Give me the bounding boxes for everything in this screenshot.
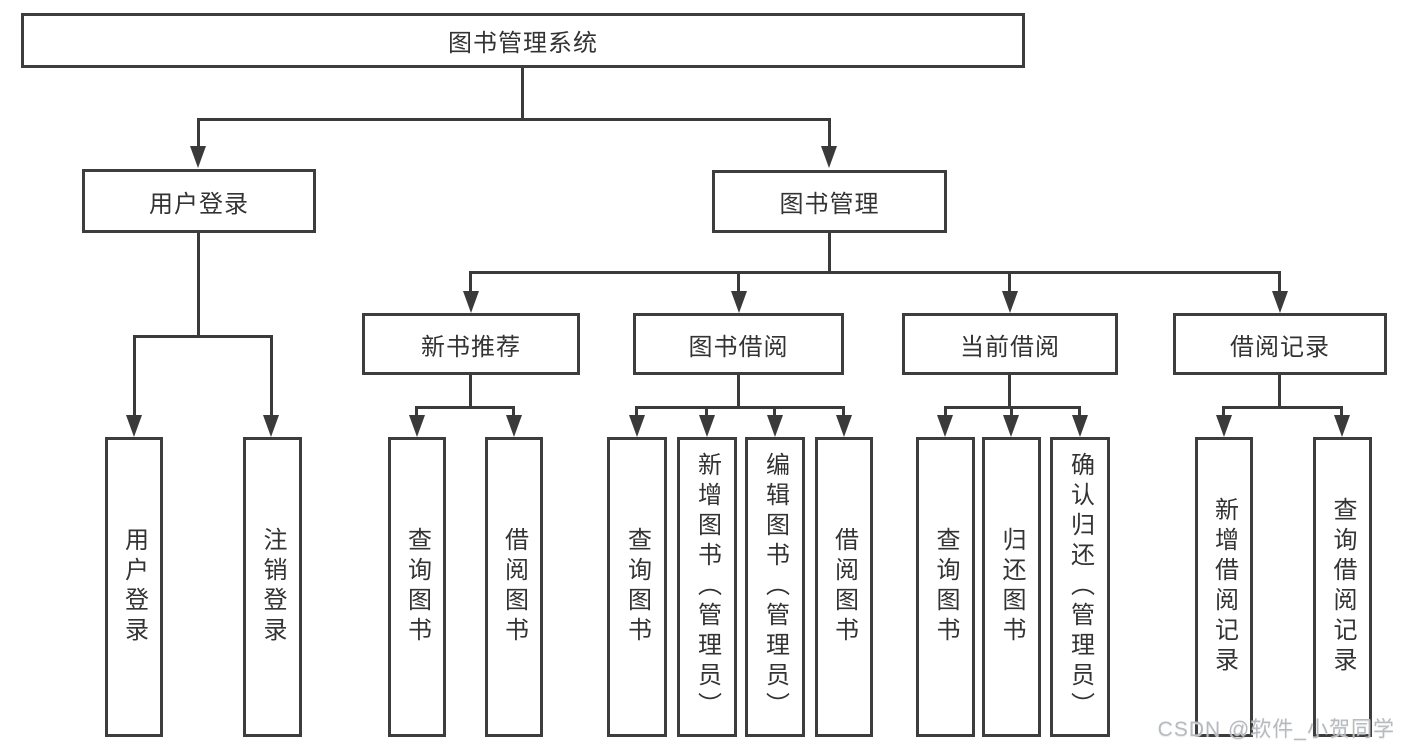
arrow-down-icon [409, 415, 425, 437]
node-label: 新增图书（管理员） [693, 452, 721, 722]
leaf-return-books: 归还图书 [982, 437, 1041, 737]
node-label: 用户登录 [120, 527, 148, 647]
connector-line [705, 406, 708, 418]
connector-line [828, 118, 831, 150]
arrow-down-icon [1272, 291, 1288, 313]
arrow-down-icon [629, 415, 645, 437]
connector-line [197, 233, 200, 337]
node-label: 图书借阅 [688, 333, 789, 361]
leaf-query-borrow-record: 查询借阅记录 [1313, 437, 1372, 737]
node-new-book-recommend: 新书推荐 [362, 313, 580, 375]
arrow-down-icon [731, 291, 747, 313]
node-label: 查询图书 [403, 527, 431, 647]
csdn-watermark: CSDN @软件_小贺同学 [1157, 718, 1395, 741]
connector-line [415, 406, 515, 409]
node-label: 查询图书 [932, 527, 959, 647]
connector-line [469, 271, 1281, 274]
node-label: 借阅记录 [1230, 333, 1330, 361]
node-label: 借阅图书 [830, 527, 858, 647]
connector-line [1278, 375, 1281, 408]
connector-line [197, 118, 831, 121]
connector-line [1340, 406, 1343, 418]
arrow-down-icon [126, 415, 142, 437]
arrow-down-icon [463, 291, 479, 313]
connector-line [1008, 271, 1011, 293]
leaf-borrow-books: 借阅图书 [815, 437, 873, 737]
arrow-down-icon [1003, 415, 1019, 437]
leaf-add-borrow-record: 新增借阅记录 [1195, 437, 1253, 737]
node-user-login: 用户登录 [82, 169, 316, 233]
connector-line [1078, 406, 1081, 418]
node-label: 编辑图书（管理员） [761, 452, 789, 722]
connector-line [1008, 375, 1011, 408]
node-label: 新书推荐 [421, 333, 521, 361]
node-label: 归还图书 [998, 527, 1025, 647]
arrow-down-icon [1216, 415, 1232, 437]
connector-line [1278, 271, 1281, 293]
connector-line [469, 375, 472, 408]
arrow-down-icon [190, 146, 206, 168]
node-label: 用户登录 [149, 190, 249, 218]
connector-line [842, 406, 845, 418]
node-label: 新增借阅记录 [1210, 497, 1238, 677]
node-label: 图书管理系统 [448, 30, 598, 57]
node-book-borrow: 图书借阅 [633, 313, 844, 375]
connector-line [635, 406, 638, 418]
connector-line [270, 335, 273, 417]
connector-line [1222, 406, 1225, 418]
connector-line [737, 375, 740, 408]
node-label: 当前借阅 [960, 333, 1060, 361]
connector-line [944, 406, 947, 418]
arrow-down-icon [1002, 291, 1018, 313]
leaf-borrow-query-books: 查询图书 [607, 437, 667, 737]
connector-line [737, 271, 740, 293]
connector-line [828, 233, 831, 273]
node-borrow-records: 借阅记录 [1173, 313, 1387, 375]
arrow-down-icon [1072, 415, 1088, 437]
node-label: 注销登录 [259, 527, 286, 647]
node-label: 确认归还（管理员） [1066, 452, 1094, 722]
arrow-down-icon [699, 415, 715, 437]
arrow-down-icon [836, 415, 852, 437]
connector-line [133, 335, 273, 338]
connector-line [1010, 406, 1013, 418]
node-root-system: 图书管理系统 [21, 13, 1025, 68]
arrow-down-icon [937, 415, 953, 437]
leaf-current-query-books: 查询图书 [916, 437, 975, 737]
node-label: 查询图书 [623, 527, 651, 647]
connector-line [197, 118, 200, 150]
leaf-confirm-return-admin: 确认归还（管理员） [1050, 437, 1110, 737]
arrow-down-icon [767, 415, 783, 437]
leaf-logout: 注销登录 [243, 437, 302, 737]
node-label: 图书管理 [779, 191, 880, 218]
node-current-borrow: 当前借阅 [902, 313, 1118, 375]
connector-line [773, 406, 776, 418]
leaf-user-login: 用户登录 [105, 437, 163, 737]
connector-line [469, 271, 472, 293]
leaf-add-books-admin: 新增图书（管理员） [677, 437, 737, 737]
node-label: 借阅图书 [500, 527, 528, 647]
connector-line [521, 68, 524, 120]
leaf-edit-books-admin: 编辑图书（管理员） [745, 437, 805, 737]
connector-line [133, 335, 136, 417]
connector-line [635, 406, 844, 409]
connector-line [512, 406, 515, 418]
node-book-management: 图书管理 [712, 170, 947, 233]
leaf-recommend-borrow-books: 借阅图书 [485, 437, 543, 737]
connector-line [415, 406, 418, 418]
arrow-down-icon [821, 146, 837, 168]
arrow-down-icon [263, 415, 279, 437]
leaf-recommend-query-books: 查询图书 [388, 437, 446, 737]
arrow-down-icon [1334, 415, 1350, 437]
node-label: 查询借阅记录 [1329, 497, 1356, 677]
arrow-down-icon [506, 415, 522, 437]
connector-line [1222, 406, 1342, 409]
